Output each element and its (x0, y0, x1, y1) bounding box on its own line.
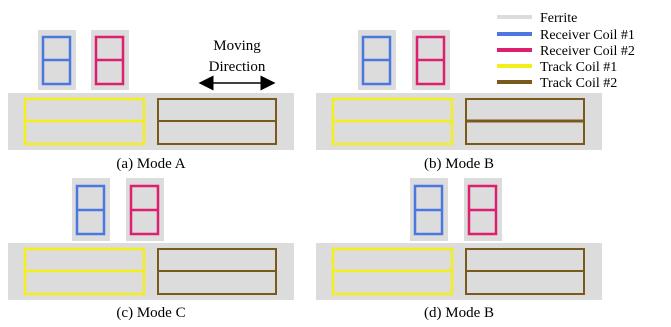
legend-label-ferrite: Ferrite (540, 11, 577, 26)
panel-b: (b) Mode B (316, 30, 602, 172)
legend-label-track-coil-2: Track Coil #2 (540, 76, 617, 91)
caption-c: (c) Mode C (116, 305, 185, 321)
moving-label: Moving (213, 38, 261, 54)
caption-d: (d) Mode B (424, 305, 494, 321)
panel-c: (c) Mode C (8, 178, 294, 321)
legend-label-track-coil-1: Track Coil #1 (540, 60, 617, 75)
legend: Ferrite Receiver Coil #1 Receiver Coil #… (497, 11, 635, 91)
direction-label: Direction (209, 59, 266, 75)
legend-label-receiver-coil-2: Receiver Coil #2 (540, 44, 635, 59)
legend-label-receiver-coil-1: Receiver Coil #1 (540, 28, 635, 43)
caption-b: (b) Mode B (424, 156, 494, 172)
panel-a: Moving Direction (a) Mode A (8, 30, 294, 172)
panel-d: (d) Mode B (316, 178, 602, 321)
caption-a: (a) Mode A (116, 156, 185, 172)
